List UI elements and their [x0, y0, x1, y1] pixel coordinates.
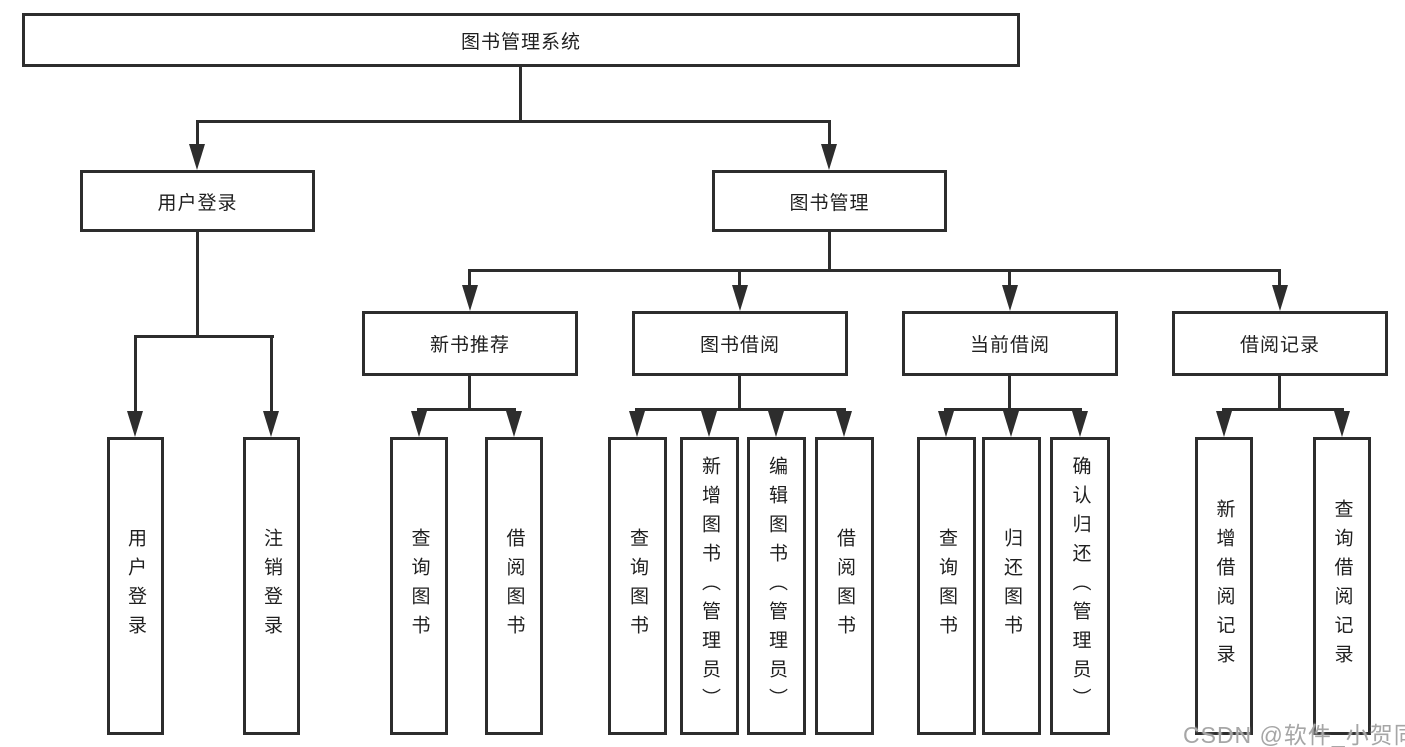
arrow-down-icon — [1334, 411, 1350, 437]
node-label: 借阅记录 — [1239, 335, 1320, 356]
connector-shaft — [196, 120, 199, 146]
connector-shaft — [134, 335, 137, 413]
csdn-watermark: CSDN @软件_小贺同学 — [1183, 722, 1405, 747]
arrow-down-icon — [1072, 411, 1088, 437]
connector-shaft — [1008, 269, 1011, 287]
leaf-add-books-admin: 新增图书（管理员） — [680, 437, 739, 735]
node-label: 图书借阅 — [699, 335, 780, 356]
node-label: 新增借阅记录 — [1213, 499, 1235, 673]
node-current-borrow: 当前借阅 — [902, 311, 1118, 376]
arrow-down-icon — [1272, 285, 1288, 311]
leaf-query-borrow-record: 查询借阅记录 — [1313, 437, 1371, 735]
node-borrow-records: 借阅记录 — [1172, 311, 1388, 376]
node-label: 借阅图书 — [503, 528, 525, 644]
node-label: 查询图书 — [627, 528, 648, 644]
leaf-borrow-books-2: 借阅图书 — [815, 437, 874, 735]
connector-level2-bar — [196, 120, 831, 123]
connector-bar — [635, 408, 846, 411]
arrow-down-icon — [411, 411, 427, 437]
arrow-down-icon — [1216, 411, 1232, 437]
connector-bar — [1222, 408, 1344, 411]
leaf-borrow-books: 借阅图书 — [485, 437, 543, 735]
node-label: 新增图书（管理员） — [699, 455, 720, 717]
connector-trunk — [1278, 376, 1281, 408]
node-label: 图书管理 — [789, 192, 870, 214]
connector-shaft — [270, 335, 273, 413]
node-new-book-recommend: 新书推荐 — [362, 311, 578, 376]
leaf-query-books-3: 查询图书 — [917, 437, 976, 735]
arrow-down-icon — [836, 411, 852, 437]
connector-book-mgmt-trunk — [828, 232, 831, 269]
arrow-down-icon — [821, 144, 837, 170]
node-label: 当前借阅 — [969, 335, 1050, 356]
node-label: 用户登录 — [157, 192, 238, 214]
arrow-down-icon — [127, 411, 143, 437]
connector-trunk — [738, 376, 741, 408]
connector-user-login-trunk — [196, 232, 199, 335]
node-label: 注销登录 — [261, 528, 282, 644]
connector-level3-bar — [468, 269, 1281, 272]
node-user-login: 用户登录 — [80, 170, 315, 232]
arrow-down-icon — [506, 411, 522, 437]
arrow-down-icon — [629, 411, 645, 437]
connector-shaft — [828, 120, 831, 146]
leaf-query-books-2: 查询图书 — [608, 437, 667, 735]
node-book-borrow: 图书借阅 — [632, 311, 848, 376]
connector-shaft — [468, 269, 471, 287]
leaf-confirm-return-admin: 确认归还（管理员） — [1050, 437, 1110, 735]
node-label: 查询借阅记录 — [1331, 499, 1353, 673]
arrow-down-icon — [768, 411, 784, 437]
connector-bar — [417, 408, 516, 411]
leaf-add-borrow-record: 新增借阅记录 — [1195, 437, 1253, 735]
node-label: 用户登录 — [125, 528, 146, 644]
node-label: 查询图书 — [408, 528, 430, 644]
arrow-down-icon — [263, 411, 279, 437]
arrow-down-icon — [701, 411, 717, 437]
connector-shaft — [1278, 269, 1281, 287]
arrow-down-icon — [732, 285, 748, 311]
leaf-query-books: 查询图书 — [390, 437, 448, 735]
leaf-edit-books-admin: 编辑图书（管理员） — [747, 437, 806, 735]
connector-trunk — [1008, 376, 1011, 408]
node-book-management: 图书管理 — [712, 170, 947, 232]
arrow-down-icon — [1003, 411, 1019, 437]
leaf-return-books: 归还图书 — [982, 437, 1041, 735]
connector-user-login-bar — [134, 335, 274, 338]
connector-trunk — [468, 376, 471, 408]
arrow-down-icon — [462, 285, 478, 311]
leaf-user-login: 用户登录 — [107, 437, 164, 735]
arrow-down-icon — [938, 411, 954, 437]
node-label: 确认归还（管理员） — [1069, 455, 1091, 717]
arrow-down-icon — [189, 144, 205, 170]
leaf-logout: 注销登录 — [243, 437, 300, 735]
node-label: 图书管理系统 — [460, 31, 581, 53]
node-library-management-system: 图书管理系统 — [22, 13, 1020, 67]
node-label: 归还图书 — [1001, 528, 1022, 644]
arrow-down-icon — [1002, 285, 1018, 311]
connector-shaft — [738, 269, 741, 287]
node-label: 新书推荐 — [429, 335, 510, 356]
connector-bar — [944, 408, 1082, 411]
node-label: 编辑图书（管理员） — [766, 455, 787, 717]
connector-root-trunk — [519, 67, 522, 120]
node-label: 借阅图书 — [834, 528, 855, 644]
node-label: 查询图书 — [936, 528, 957, 644]
